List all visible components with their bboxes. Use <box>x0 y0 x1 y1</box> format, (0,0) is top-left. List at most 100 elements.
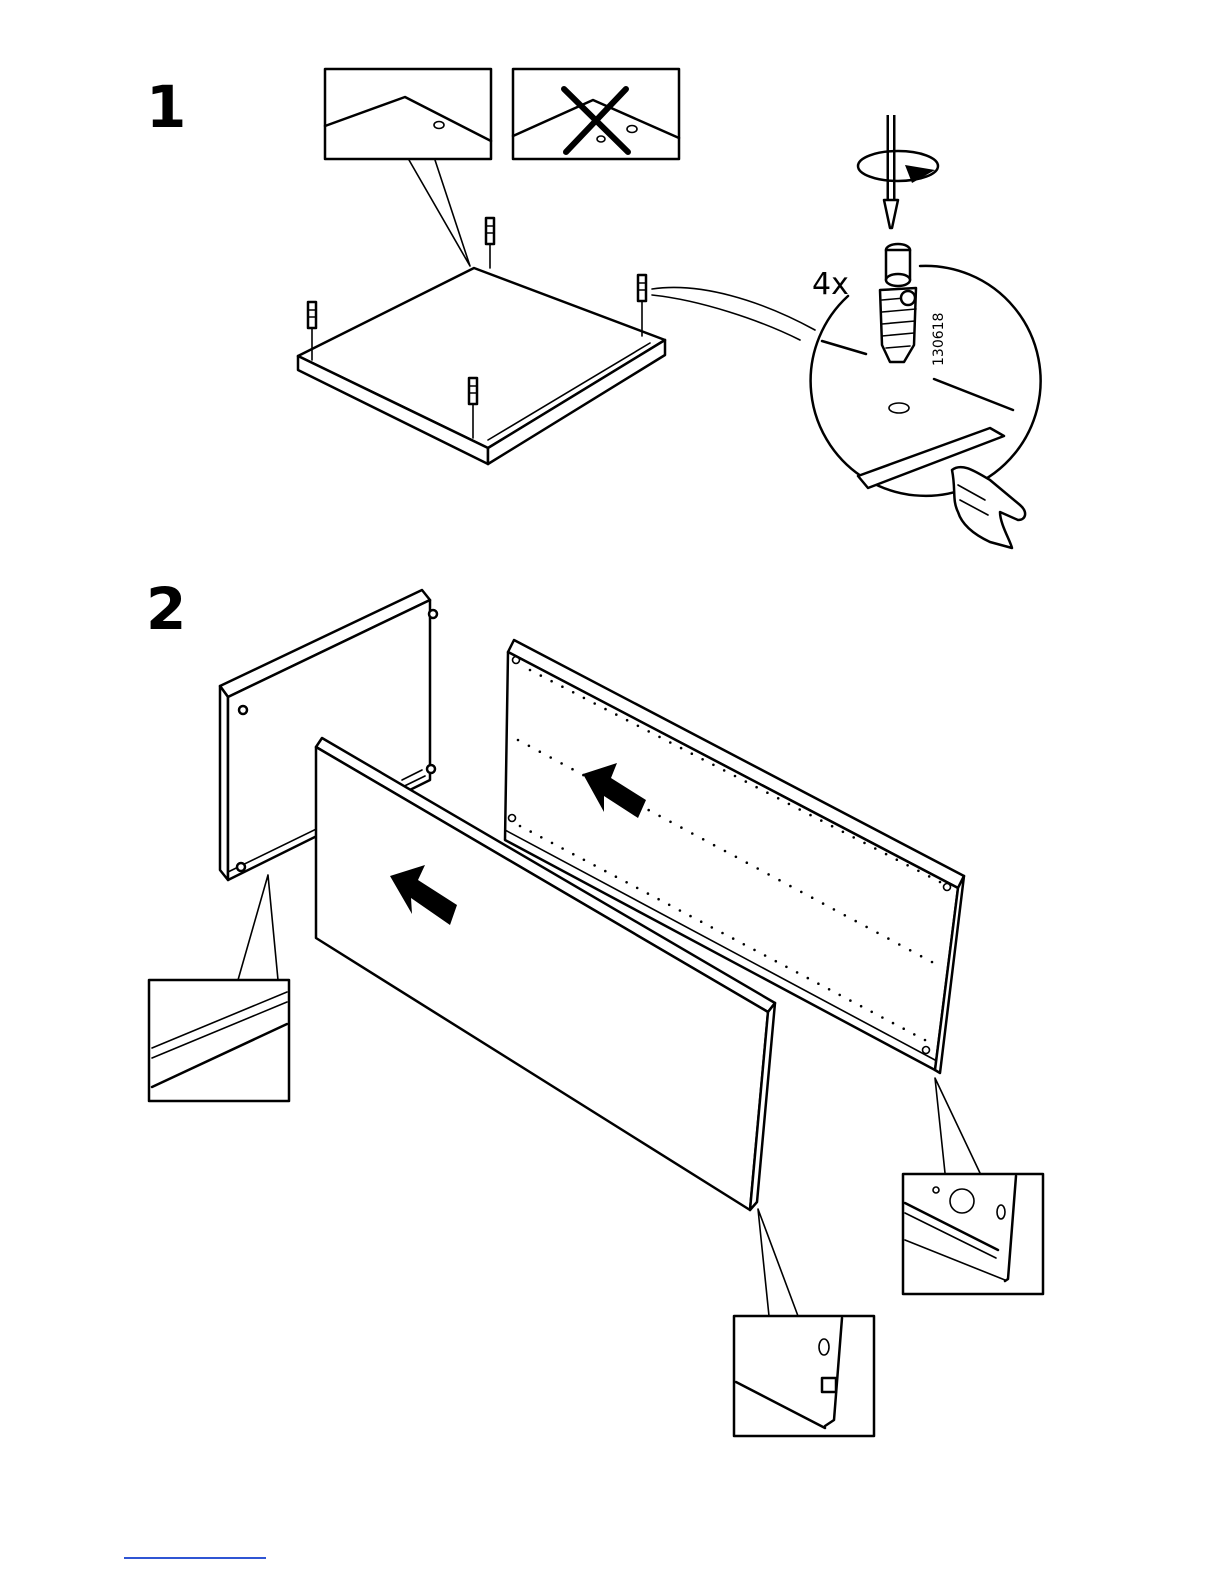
shelf-pin-hole <box>906 864 909 867</box>
shelf-pin-hole <box>796 971 799 974</box>
shelf-pin-hole <box>637 725 640 728</box>
shelf-pin-hole <box>885 853 888 856</box>
shelf-pin-hole <box>833 908 836 911</box>
shelf-pin-hole <box>561 847 564 850</box>
groove-detail <box>149 980 289 1101</box>
shelf-pin-hole <box>920 955 923 958</box>
shelf-pin-hole <box>669 741 672 744</box>
shelf-pin-hole <box>778 879 781 882</box>
shelf-pin-hole <box>896 858 899 861</box>
back-panel-corner-detail <box>903 1174 1043 1294</box>
shelf-pin-hole <box>625 881 628 884</box>
shelf-pin-hole <box>724 850 727 853</box>
shelf-pin-hole <box>636 887 639 890</box>
shelf-pin-hole <box>831 825 834 828</box>
shelf-pin-hole <box>519 825 522 828</box>
shelf-pin-hole <box>753 949 756 952</box>
shelf-pin-hole <box>615 875 618 878</box>
shelf-pin-hole <box>734 775 737 778</box>
shelf-pin-hole <box>756 867 759 870</box>
front-panel-detail-pointer <box>758 1209 798 1316</box>
shelf-pin-hole <box>874 847 877 850</box>
shelf-pin-hole <box>647 809 650 812</box>
shelf-pin-hole <box>626 719 629 722</box>
shelf-pin-hole <box>854 920 857 923</box>
shelf-pin-hole <box>583 859 586 862</box>
shelf-pin-hole <box>870 1011 873 1014</box>
shelf-pin-hole <box>529 669 532 672</box>
shelf-pin-hole <box>917 870 920 873</box>
shelf-pin-hole <box>561 685 564 688</box>
shelf-pin-hole <box>860 1005 863 1008</box>
shelf-pin-hole <box>924 1039 927 1042</box>
shelf-pin-hole <box>732 937 735 940</box>
shelf-pin-hole <box>549 756 552 759</box>
shelf-pin-hole <box>723 769 726 772</box>
shelf-pin-hole <box>909 949 912 952</box>
shelf-pin-hole <box>539 750 542 753</box>
shelf-pin-hole <box>852 836 855 839</box>
dowel-pin <box>486 218 494 268</box>
quantity-label: 4x <box>812 267 849 302</box>
step-1-illustration: 4x 130618 <box>298 69 1041 548</box>
shelf-pin-hole <box>691 832 694 835</box>
shelf-pin-hole <box>822 902 825 905</box>
shelf-pin-hole <box>657 898 660 901</box>
shelf-pin-hole <box>842 831 845 834</box>
shelf-pin-hole <box>593 702 596 705</box>
shelf-pin-hole <box>679 909 682 912</box>
shelf-pin-hole <box>572 853 575 856</box>
rotate-arrow-icon <box>858 151 938 183</box>
shelf-pin-hole <box>764 954 767 957</box>
front-panel-corner-detail <box>734 1316 874 1436</box>
shelf-pin-hole <box>604 870 607 873</box>
shelf-pin-hole <box>876 932 879 935</box>
shelf-pin-hole <box>702 838 705 841</box>
shelf-pin-hole <box>913 1033 916 1036</box>
shelf-pin-hole <box>517 739 520 742</box>
shelf-pin-hole <box>691 752 694 755</box>
shelf-pin-hole <box>701 758 704 761</box>
shelf-pin-hole <box>892 1022 895 1025</box>
shelf-pin-hole <box>658 815 661 818</box>
shelf-pin-hole <box>838 994 841 997</box>
dowel-pin <box>638 275 646 336</box>
zoom-callout-pointer <box>652 287 815 330</box>
shelf-pin-hole <box>785 966 788 969</box>
shelf-pin-hole <box>550 680 553 683</box>
shelf-pin-hole <box>775 960 778 963</box>
shelf-pin-hole <box>898 943 901 946</box>
screwdriver-icon <box>884 115 898 228</box>
shelf-pin-hole <box>887 937 890 940</box>
shelf-pin-hole <box>865 926 868 929</box>
shelf-pin-hole <box>746 861 749 864</box>
shelf-pin-hole <box>902 1027 905 1030</box>
shelf-pin-hole <box>680 826 683 829</box>
shelf-pin-hole <box>593 864 596 867</box>
shelf-pin-hole <box>811 896 814 899</box>
wrong-orientation-detail <box>513 69 679 159</box>
shelf-pin-hole <box>817 982 820 985</box>
groove-detail-pointer <box>238 875 278 980</box>
shelf-pin-hole <box>713 844 716 847</box>
part-number: 130618 <box>931 313 947 366</box>
shelf-pin-hole <box>755 786 758 789</box>
shelf-pin-hole <box>658 736 661 739</box>
step-2-illustration <box>149 590 1043 1436</box>
shelf-pin-hole <box>528 745 531 748</box>
shelf-pin-hole <box>800 891 803 894</box>
shelf-pin-hole <box>745 780 748 783</box>
shelf-pin-hole <box>863 842 866 845</box>
shelf-pin-hole <box>712 764 715 767</box>
shelf-pin-hole <box>669 821 672 824</box>
shelf-pin-hole <box>604 708 607 711</box>
shelf-pin-hole <box>766 791 769 794</box>
shelf-pin-hole <box>809 814 812 817</box>
back-panel-detail-pointer <box>935 1078 980 1173</box>
shelf-pin-hole <box>928 875 931 878</box>
detail-callout-pointer <box>409 160 470 266</box>
base-board <box>298 268 665 464</box>
shelf-pin-hole <box>881 1016 884 1019</box>
shelf-pin-hole <box>551 842 554 845</box>
